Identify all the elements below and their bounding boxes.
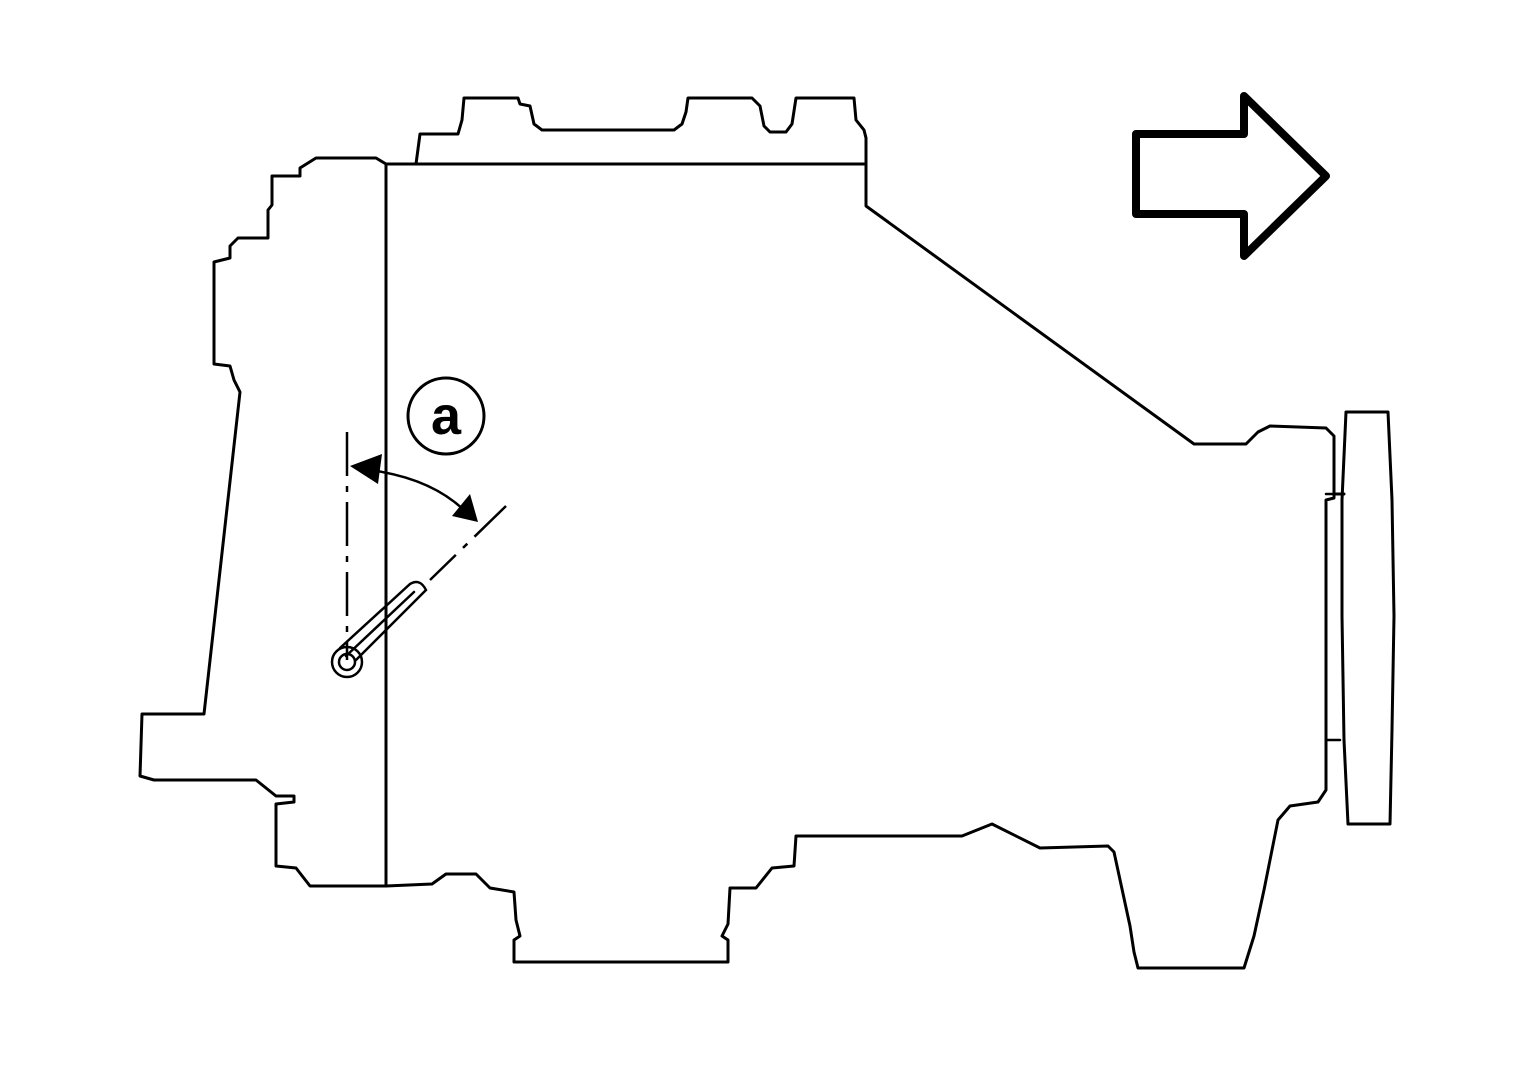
lever-angled-reference	[429, 505, 507, 581]
bell-housing	[384, 492, 1336, 970]
lever-pivot-inner	[337, 652, 357, 672]
callout-label: a	[431, 386, 462, 446]
output-flange	[1340, 410, 1396, 826]
flange-step	[1324, 492, 1342, 742]
callout-circle	[406, 376, 486, 456]
top-flange	[384, 96, 868, 166]
angle-arrowhead-right	[452, 494, 478, 522]
housing-outline	[138, 156, 388, 888]
arrow-right-icon	[1132, 92, 1330, 260]
lever-pivot-outer	[330, 645, 364, 679]
sloped-top	[864, 162, 1346, 496]
shift-lever	[330, 432, 507, 679]
lever-arm	[338, 580, 428, 662]
angle-arrow-icon	[368, 468, 466, 512]
angle-arrowhead-left	[350, 454, 382, 484]
